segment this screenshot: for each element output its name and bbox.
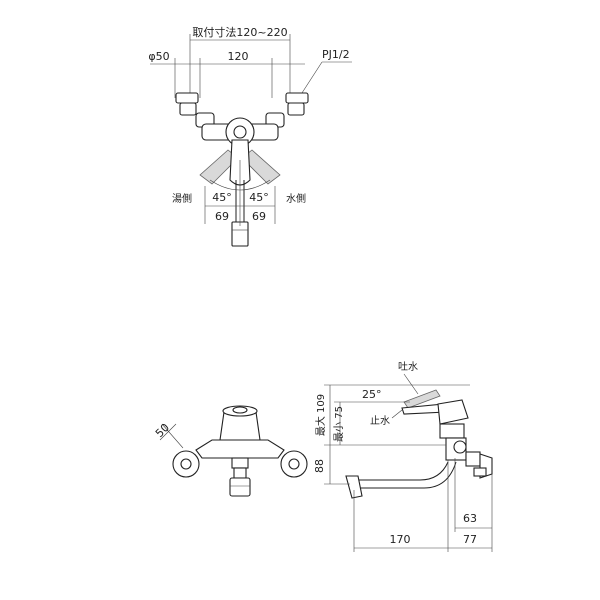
depth-77-label: 77 xyxy=(463,533,477,546)
offset-left-label: 69 xyxy=(215,210,229,223)
lever-angle-label: 25° xyxy=(362,388,382,401)
max-109-label: 最大 109 xyxy=(314,394,327,436)
mount-range-label: 取付寸法120~220 xyxy=(192,25,287,39)
spout-170-label: 170 xyxy=(390,533,411,546)
pipe-thread-label: PJ1/2 xyxy=(322,48,350,61)
min-75-label: 最小 75 xyxy=(333,406,345,442)
angle-right-label: 45° xyxy=(249,191,269,204)
angle-left-label: 45° xyxy=(212,191,232,204)
side-view: 吐水 25° 止水 最大 109 最小 75 88 xyxy=(313,361,493,552)
spout-open-label: 吐水 xyxy=(398,361,418,373)
cold-side-label: 水側 xyxy=(286,192,306,205)
front-view: 50 xyxy=(153,405,308,497)
offset-right-label: 69 xyxy=(252,210,266,223)
front-50-label: 50 xyxy=(153,421,172,440)
pitch-label: 120 xyxy=(228,50,249,63)
depth-63-label: 63 xyxy=(463,512,477,525)
top-view: 取付寸法120~220 φ50 120 PJ1/2 xyxy=(148,25,352,247)
diameter-label: φ50 xyxy=(148,50,169,63)
spout-close-label: 止水 xyxy=(370,415,390,427)
hot-side-label: 湯側 xyxy=(172,192,192,205)
height-88-label: 88 xyxy=(313,459,326,473)
